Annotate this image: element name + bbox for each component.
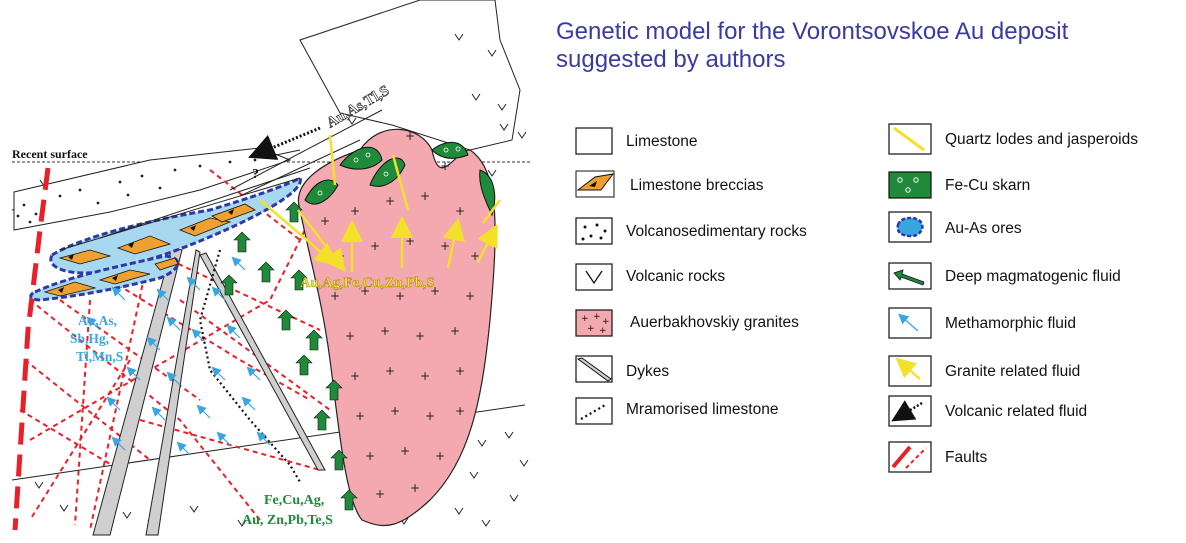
volcanic-fluid-symbol — [888, 395, 932, 427]
legend-volcanic-fluid-label: Volcanic related fluid — [945, 403, 1087, 421]
svg-text:+: + — [350, 204, 360, 218]
svg-text:Tl,Mn,S: Tl,Mn,S — [76, 349, 123, 364]
fe-cu-skarn-symbol — [888, 171, 932, 199]
legend-metamorphic-fluid-label: Methamorphic fluid — [945, 315, 1076, 333]
volcanic-rocks-symbol — [575, 263, 613, 291]
metamorphic-fluid-symbol — [888, 307, 932, 339]
granites-symbol: + + + + + — [575, 309, 613, 337]
recent-surface-label: Recent surface — [12, 147, 88, 161]
volcanic-fluid-arrow — [262, 128, 320, 152]
svg-text:+: + — [450, 324, 460, 338]
svg-text:Au,As,: Au,As, — [78, 313, 117, 328]
svg-text:+: + — [385, 364, 395, 378]
svg-text:+: + — [350, 369, 360, 383]
page-title-line-2: suggested by authors — [556, 46, 786, 74]
svg-text:Fe,Cu,Ag,: Fe,Cu,Ag, — [264, 493, 324, 508]
svg-text:+: + — [425, 409, 435, 423]
svg-text:+: + — [385, 194, 395, 208]
volcanosedimentary-symbol — [575, 217, 613, 245]
legend-granite-fluid-label: Granite related fluid — [945, 363, 1080, 381]
svg-text:Au, Zn,Pb,Te,S: Au, Zn,Pb,Te,S — [242, 513, 333, 528]
svg-text:+: + — [599, 326, 607, 336]
svg-text:+: + — [405, 129, 415, 143]
svg-text:+: + — [581, 314, 589, 324]
legend-limestone-breccias-label: Limestone breccias — [630, 177, 764, 195]
svg-text:+: + — [440, 239, 450, 253]
limestone-symbol — [575, 127, 613, 155]
legend-deep-fluid-label: Deep magmatogenic fluid — [945, 268, 1121, 286]
svg-text:+: + — [410, 481, 420, 495]
svg-text:+: + — [420, 369, 430, 383]
question-mark-label: ? — [252, 167, 259, 182]
svg-text:+: + — [355, 409, 365, 423]
svg-text:+: + — [375, 487, 385, 501]
svg-text:+: + — [455, 204, 465, 218]
legend-granites-label: Auerbakhovskiy granites — [630, 314, 799, 332]
svg-text:+: + — [587, 324, 595, 334]
granite-fluid-symbol — [888, 355, 932, 387]
granite-element-label: Au,Ag,Fe,Cu,Zn,Pb,S — [300, 275, 435, 291]
legend-faults-label: Faults — [945, 449, 987, 467]
svg-text:+: + — [420, 189, 430, 203]
svg-text:+: + — [365, 449, 375, 463]
svg-text:+: + — [320, 214, 330, 228]
svg-text:+: + — [400, 444, 410, 458]
quartz-lodes-symbol — [888, 123, 932, 155]
magmatic-element-label: Fe,Cu,Ag, Au, Zn,Pb,Te,S — [242, 493, 333, 528]
legend-quartz-lodes-label: Quartz lodes and jasperoids — [945, 131, 1138, 149]
faults-symbol — [888, 441, 932, 473]
limestone-breccias-symbol — [575, 170, 615, 198]
svg-text:+: + — [395, 289, 405, 303]
mramorised-limestone-symbol — [575, 397, 613, 425]
page-title-line-1: Genetic model for the Vorontsovskoe Au d… — [556, 18, 1068, 46]
legend-volcanosedimentary-label: Volcanosedimentary rocks — [626, 223, 807, 241]
svg-text:+: + — [435, 449, 445, 463]
genetic-model-diagram: Recent surface + + + + + — [0, 0, 545, 543]
svg-text:+: + — [455, 364, 465, 378]
svg-text:+: + — [440, 159, 450, 173]
dykes-symbol — [575, 355, 613, 383]
svg-text:Sb,Hg,: Sb,Hg, — [70, 331, 109, 346]
legend-dykes-label: Dykes — [626, 363, 669, 381]
deep-fluid-symbol — [888, 262, 932, 290]
svg-text:+: + — [370, 239, 380, 253]
svg-text:+: + — [330, 289, 340, 303]
svg-text:+: + — [345, 329, 355, 343]
svg-text:+: + — [390, 404, 400, 418]
au-as-ores-symbol — [888, 211, 932, 243]
svg-text:+: + — [455, 404, 465, 418]
svg-text:+: + — [465, 289, 475, 303]
legend-volcanic-rocks-label: Volcanic rocks — [626, 268, 725, 286]
legend-limestone-label: Limestone — [626, 133, 698, 151]
svg-text:+: + — [405, 234, 415, 248]
legend-skarn-label: Fe-Cu skarn — [945, 177, 1030, 195]
svg-text:+: + — [593, 312, 601, 322]
legend-mramorised-label: Mramorised limestone — [626, 401, 778, 419]
legend-au-as-ores-label: Au-As ores — [945, 220, 1022, 238]
svg-text:+: + — [415, 329, 425, 343]
svg-text:+: + — [380, 324, 390, 338]
